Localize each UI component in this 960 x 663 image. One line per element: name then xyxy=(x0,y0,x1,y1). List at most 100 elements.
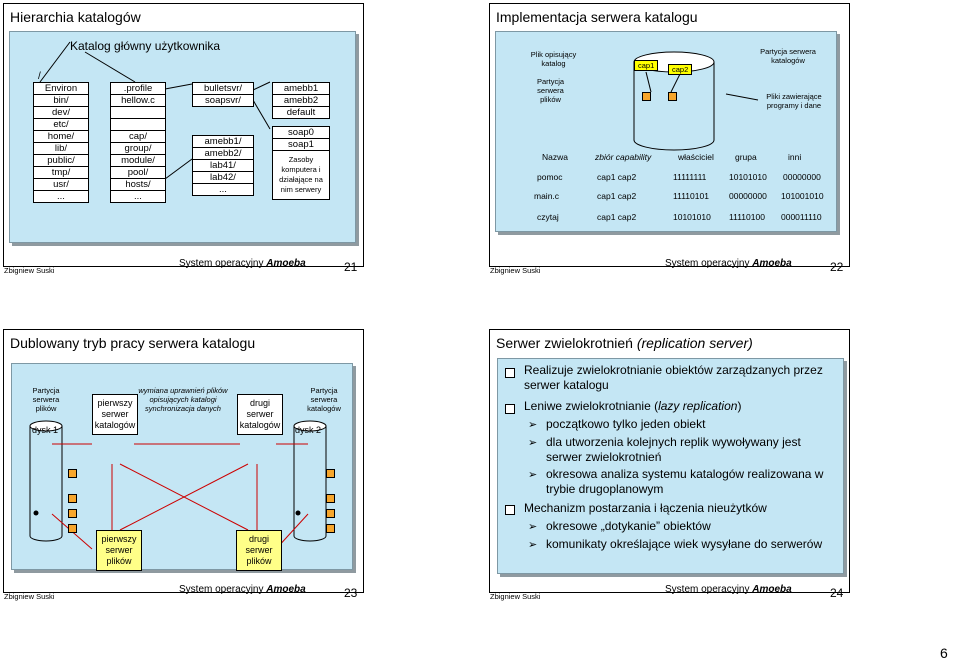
slide-number: 21 xyxy=(344,260,358,274)
entry[interactable]: hosts/ xyxy=(111,179,165,191)
diagram-panel: Katalog główny użytkownika / Environ bin… xyxy=(9,31,356,243)
entry[interactable]: group/ xyxy=(111,143,165,155)
arrow-icon: ➢ xyxy=(528,521,538,533)
entry[interactable]: soap1 xyxy=(273,139,329,151)
slide-number: 23 xyxy=(344,586,358,600)
table-cell: 10101010 xyxy=(729,172,767,182)
disk-2-label: dysk 2 xyxy=(295,425,322,435)
footer-system-name: Amoeba xyxy=(752,258,792,269)
entry[interactable]: etc/ xyxy=(34,119,88,131)
footer-system: System operacyjny Amoeba xyxy=(665,258,792,269)
arrow-icon: ➢ xyxy=(528,419,538,431)
page-number: 6 xyxy=(940,645,948,661)
entry[interactable]: module/ xyxy=(111,155,165,167)
bullet-box-icon xyxy=(505,505,515,515)
bullet-box-icon xyxy=(505,368,515,378)
sub-bullet: początkowo tylko jeden obiekt xyxy=(546,417,706,431)
entry[interactable]: usr/ xyxy=(34,179,88,191)
entry[interactable]: ... xyxy=(219,184,227,195)
entry[interactable]: lab41/ xyxy=(193,160,253,172)
dir-server-1[interactable]: pierwszy serwer katalogów xyxy=(92,394,138,435)
slide-22: Implementacja serwera katalogu Plik opis… xyxy=(489,3,850,275)
arrow-icon: ➢ xyxy=(528,539,538,551)
table-cell: cap1 cap2 xyxy=(597,191,637,201)
table-cell: pomoc xyxy=(537,172,563,182)
entry[interactable]: soapsvr/ xyxy=(205,95,241,106)
diagram-panel: Partycja serwera plików Partycja serwera… xyxy=(11,363,353,571)
slide-number: 24 xyxy=(830,586,844,600)
entry[interactable]: default xyxy=(286,107,316,118)
bullet-2-end: ) xyxy=(737,399,742,413)
file-server-2[interactable]: drugi serwer plików xyxy=(236,530,282,571)
file-block xyxy=(326,509,335,518)
file-block xyxy=(642,92,651,101)
entry[interactable]: amebb2 xyxy=(273,95,329,107)
entry xyxy=(111,119,165,131)
entry[interactable]: lib/ xyxy=(34,143,88,155)
entry[interactable]: Environ xyxy=(34,83,88,95)
entry[interactable]: public/ xyxy=(34,155,88,167)
slide-23: Dublowany tryb pracy serwera katalogu Pa… xyxy=(3,329,364,601)
entry[interactable]: pool/ xyxy=(111,167,165,179)
footer-system-label: System operacyjny xyxy=(179,258,264,269)
bullet-1: Realizuje zwielokrotnianie obiektów zarz… xyxy=(524,363,823,392)
entry[interactable]: soap0 xyxy=(273,127,329,139)
disk-cylinder xyxy=(633,51,759,151)
disk-1-label: dysk 1 xyxy=(32,425,59,435)
sub-bullet: dla utworzenia kolejnych replik wywoływa… xyxy=(546,435,801,464)
title-italic: (replication server) xyxy=(636,335,753,351)
entry[interactable]: .profile xyxy=(111,83,165,95)
entry[interactable]: home/ xyxy=(34,131,88,143)
bullet-box-icon xyxy=(505,404,515,414)
slide-title: Dublowany tryb pracy serwera katalogu xyxy=(10,335,256,351)
footer-system-name: Amoeba xyxy=(752,584,792,595)
entry[interactable]: hellow.c xyxy=(111,95,165,107)
dir-server-2[interactable]: drugi serwer katalogów xyxy=(237,394,283,435)
dir-partition-label: Partycja serwera katalogów xyxy=(307,386,341,413)
file-server-1[interactable]: pierwszy serwer plików xyxy=(96,530,142,571)
entry[interactable]: amebb1/ xyxy=(193,136,253,148)
entry[interactable]: lab42/ xyxy=(193,172,253,184)
table-cell: cap1 cap2 xyxy=(597,172,637,182)
entry[interactable]: bulletsvr/ xyxy=(193,83,253,95)
arrow-icon: ➢ xyxy=(528,437,538,449)
file-partition-label: Partycja serwera plików xyxy=(32,386,60,413)
table-cell: 11110100 xyxy=(729,212,765,222)
sub-bullet: okresowa analiza systemu katalogów reali… xyxy=(546,467,824,496)
slide-title: Serwer zwielokrotnień (replication serve… xyxy=(496,335,753,351)
dir-root: Environ bin/ dev/ etc/ home/ lib/ public… xyxy=(33,82,89,203)
table-cell: czytaj xyxy=(537,212,559,222)
footer-system-label: System operacyjny xyxy=(665,584,750,595)
table-cell: cap1 cap2 xyxy=(597,212,637,222)
slide-number: 22 xyxy=(830,260,844,274)
footer-system: System operacyjny Amoeba xyxy=(179,584,306,595)
entry[interactable]: dev/ xyxy=(34,107,88,119)
entry[interactable]: ... xyxy=(57,191,65,202)
resource-note: Zasoby komputera i działające na nim ser… xyxy=(279,155,323,194)
entry[interactable]: cap/ xyxy=(111,131,165,143)
entry[interactable]: tmp/ xyxy=(34,167,88,179)
dir-file-label: Plik opisujący katalog xyxy=(530,50,577,68)
cap2-label: cap2 xyxy=(668,64,693,75)
entry[interactable]: ... xyxy=(134,191,142,202)
entry[interactable]: amebb1 xyxy=(273,83,329,95)
diagram-panel: Plik opisujący katalog Partycja serwera … xyxy=(495,31,837,232)
entry[interactable]: bin/ xyxy=(34,95,88,107)
tree-lines xyxy=(39,41,271,180)
entry[interactable]: amebb2/ xyxy=(193,148,253,160)
content-panel: Realizuje zwielokrotnianie obiektów zarz… xyxy=(497,358,844,574)
slide-24: Serwer zwielokrotnień (replication serve… xyxy=(489,329,850,601)
dir-partition-label: Partycja serwera katalogów xyxy=(760,47,816,65)
table-header: grupa xyxy=(735,152,757,162)
bullet-2-text: Leniwe zwielokrotnianie ( xyxy=(524,399,659,413)
table-cell: main.c xyxy=(534,191,560,201)
file-block xyxy=(326,524,335,533)
footer-system-name: Amoeba xyxy=(266,584,306,595)
file-partition-label: Partycja serwera plików xyxy=(536,77,565,104)
data-files-label: Pliki zawierające programy i dane xyxy=(766,92,822,110)
footer-system-label: System operacyjny xyxy=(665,258,750,269)
dir-servers: bulletsvr/ soapsvr/ xyxy=(192,82,254,107)
table-header: inni xyxy=(788,152,802,162)
bullet-3: Mechanizm postarzania i łączenia nieużyt… xyxy=(524,501,767,515)
table-cell: 11110101 xyxy=(673,191,709,201)
